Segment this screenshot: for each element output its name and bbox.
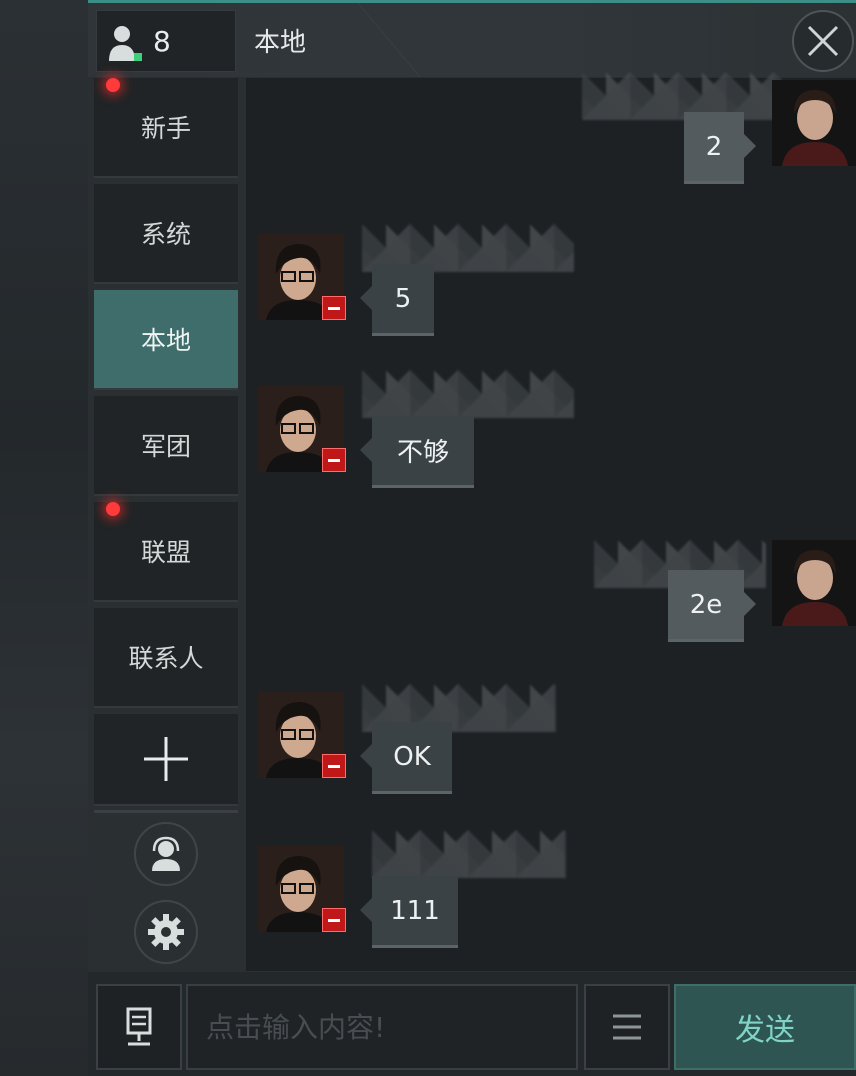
message-bubble: 不够 — [360, 416, 474, 488]
add-channel-button[interactable] — [94, 714, 238, 806]
female-pilot-avatar[interactable] — [772, 540, 856, 626]
send-button[interactable]: 发送 — [674, 984, 856, 1070]
close-icon — [807, 25, 839, 57]
voice-toggle-button[interactable] — [96, 984, 182, 1070]
message-text: 111 — [390, 895, 440, 926]
header-decoration — [356, 3, 840, 77]
tab-novice[interactable]: 新手 — [94, 78, 238, 178]
message-bubble: 5 — [360, 264, 434, 336]
tab-system[interactable]: 系统 — [94, 184, 238, 284]
message-text: 不够 — [396, 438, 449, 468]
message-text: 2 — [705, 131, 723, 162]
tab-corporation[interactable]: 军团 — [94, 396, 238, 496]
tab-local[interactable]: 本地 — [94, 290, 238, 390]
tab-label: 新手 — [140, 114, 191, 143]
message-bubble: 2 — [684, 112, 756, 184]
unread-dot — [106, 78, 120, 92]
unread-dot — [106, 502, 120, 516]
voice-icon — [126, 1007, 152, 1046]
tab-label: 军团 — [140, 432, 191, 461]
female-pilot-avatar[interactable] — [772, 80, 856, 166]
online-count: 8 — [153, 25, 171, 58]
user-icon — [109, 26, 142, 61]
menu-icon — [613, 1014, 641, 1040]
tab-label: 系统 — [140, 220, 191, 249]
background-left — [0, 0, 92, 1076]
hostile-badge — [322, 448, 346, 472]
hostile-badge — [322, 296, 346, 320]
send-label: 发送 — [735, 1013, 795, 1048]
settings-button[interactable] — [134, 900, 198, 964]
message-bubble: 2e — [668, 570, 756, 642]
message-input[interactable] — [186, 984, 578, 1070]
message-text: 2e — [689, 589, 723, 620]
message-bubble: OK — [360, 722, 452, 794]
message-bubble: 111 — [360, 876, 458, 948]
tab-label: 联盟 — [140, 538, 191, 567]
tab-label: 联系人 — [128, 644, 204, 673]
hostile-badge — [322, 754, 346, 778]
sender-name-blurred — [362, 370, 574, 418]
plus-icon — [144, 737, 188, 781]
message-text: 5 — [394, 283, 412, 314]
tab-divider — [94, 810, 238, 813]
tab-alliance[interactable]: 联盟 — [94, 502, 238, 602]
online-users-box[interactable]: 8 — [96, 10, 236, 72]
channel-title: 本地 — [254, 28, 307, 58]
message-text: OK — [393, 741, 431, 772]
glasses-pilot-avatar[interactable] — [258, 846, 344, 932]
hostile-badge — [322, 908, 346, 932]
sender-name-blurred — [582, 72, 782, 120]
headset-button[interactable] — [134, 822, 198, 886]
close-button[interactable] — [792, 10, 854, 72]
tab-contacts[interactable]: 联系人 — [94, 608, 238, 708]
sender-name-blurred — [372, 830, 566, 878]
menu-button[interactable] — [584, 984, 670, 1070]
gear-icon — [148, 914, 184, 950]
headset-icon — [152, 836, 180, 871]
tab-label: 本地 — [140, 326, 191, 355]
